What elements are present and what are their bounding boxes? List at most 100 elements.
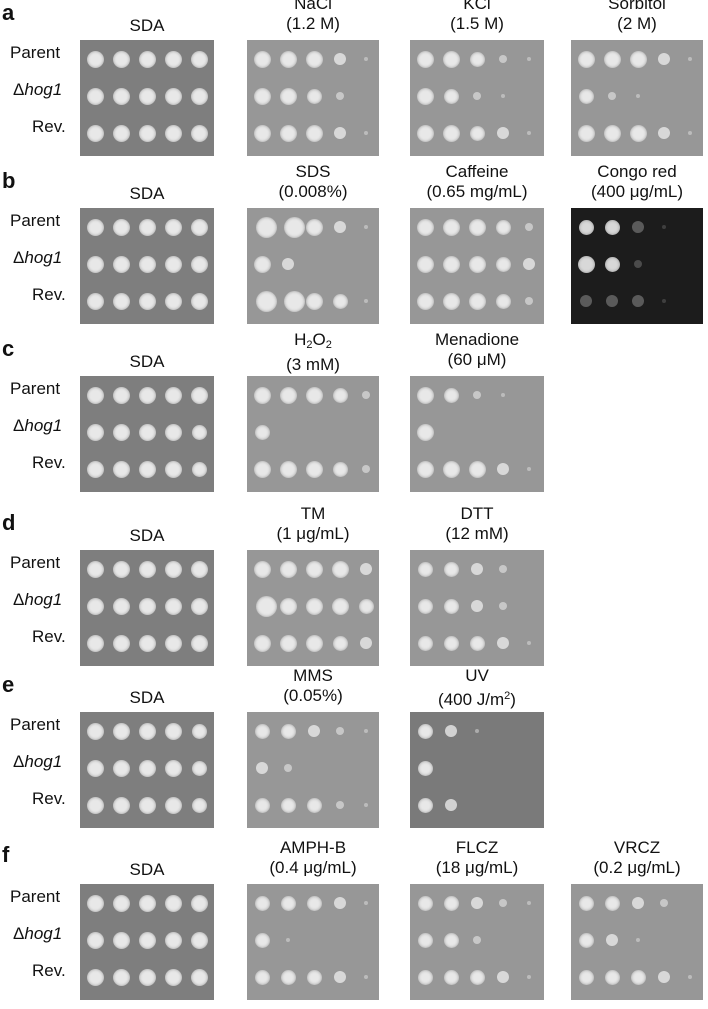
colony-spot	[112, 560, 130, 578]
colony-spot	[280, 797, 296, 813]
colony-spot	[364, 299, 368, 303]
colony-spot	[283, 290, 305, 312]
colony-spot	[497, 637, 509, 649]
row-label-delta-hog1: Δhog1	[13, 80, 62, 100]
colony-spot	[190, 87, 208, 105]
title-line-2: (1 μg/mL)	[276, 524, 350, 543]
colony-spot	[469, 635, 485, 651]
title-line-2: (0.65 mg/mL)	[426, 182, 528, 201]
panel-letter: b	[2, 168, 16, 193]
plate-title: SDS(0.008%)	[279, 162, 348, 202]
row-label-rev: Rev.	[32, 627, 66, 646]
colony-spot	[469, 125, 485, 141]
colony-spot	[279, 87, 297, 105]
colony-spot	[499, 565, 507, 573]
title-part: 2	[325, 339, 332, 351]
colony-spot	[254, 895, 270, 911]
colony-spot	[334, 221, 346, 233]
colony-spot	[306, 895, 322, 911]
colony-spot	[279, 124, 297, 142]
colony-spot	[364, 975, 368, 979]
colony-spot	[86, 560, 104, 578]
colony-spot	[523, 258, 535, 270]
colony-spot	[253, 560, 271, 578]
agar-plate	[410, 208, 544, 324]
colony-spot	[501, 393, 505, 397]
colony-spot	[164, 634, 182, 652]
colony-spot	[254, 969, 270, 985]
title-line-2: (2 M)	[617, 14, 657, 33]
colony-spot	[164, 759, 182, 777]
plate-title: MMS(0.05%)	[283, 666, 343, 706]
colony-spot	[164, 292, 182, 310]
colony-spot	[416, 218, 434, 236]
title-line-2: (60 μM)	[447, 350, 507, 369]
colony-spot	[471, 897, 483, 909]
colony-spot	[138, 423, 156, 441]
colony-spot	[164, 796, 182, 814]
colony-spot	[364, 225, 368, 229]
colony-spot	[138, 386, 156, 404]
colony-spot	[604, 219, 620, 235]
colony-spot	[473, 92, 481, 100]
title-line-1: FLCZ	[455, 838, 499, 857]
colony-spot	[527, 131, 531, 135]
colony-spot	[634, 260, 642, 268]
colony-spot	[603, 50, 621, 68]
colony-spot	[86, 796, 104, 814]
colony-spot	[190, 218, 208, 236]
colony-spot	[138, 968, 156, 986]
colony-spot	[253, 124, 271, 142]
colony-spot	[190, 634, 208, 652]
colony-spot	[255, 216, 277, 238]
colony-spot	[280, 895, 296, 911]
agar-plate	[571, 884, 703, 1000]
colony-spot	[495, 219, 511, 235]
colony-spot	[138, 796, 156, 814]
panel-letter: f	[2, 842, 10, 867]
title-line-2: (1.5 M)	[450, 14, 504, 33]
title-line-1: UV	[465, 666, 489, 685]
title-line-1: KCl	[463, 0, 491, 13]
colony-spot	[577, 50, 595, 68]
colony-spot	[86, 460, 104, 478]
colony-spot	[279, 634, 297, 652]
colony-spot	[336, 801, 344, 809]
colony-spot	[305, 634, 323, 652]
colony-spot	[86, 759, 104, 777]
title-part: 2	[306, 339, 313, 351]
colony-spot	[190, 124, 208, 142]
colony-spot	[688, 975, 692, 979]
plate-title: AMPH-B(0.4 μg/mL)	[269, 838, 356, 878]
colony-spot	[164, 894, 182, 912]
colony-spot	[254, 723, 270, 739]
colony-spot	[527, 641, 531, 645]
colony-spot	[112, 634, 130, 652]
colony-spot	[305, 597, 323, 615]
row-label-delta-hog1: Δhog1	[13, 416, 62, 436]
colony-spot	[606, 934, 618, 946]
colony-spot	[604, 969, 620, 985]
colony-spot	[497, 127, 509, 139]
colony-spot	[336, 727, 344, 735]
colony-spot	[138, 292, 156, 310]
colony-spot	[632, 897, 644, 909]
colony-spot	[499, 899, 507, 907]
agar-plate	[80, 208, 214, 324]
colony-spot	[578, 932, 594, 948]
colony-spot	[662, 225, 666, 229]
colony-spot	[658, 127, 670, 139]
colony-spot	[280, 969, 296, 985]
colony-spot	[286, 938, 290, 942]
colony-spot	[164, 423, 182, 441]
title-line-1: SDS	[295, 162, 331, 181]
agar-plate	[247, 208, 379, 324]
colony-spot	[688, 131, 692, 135]
colony-spot	[604, 256, 620, 272]
colony-spot	[164, 968, 182, 986]
colony-spot	[306, 88, 322, 104]
colony-spot	[442, 50, 460, 68]
colony-spot	[253, 255, 271, 273]
colony-spot	[253, 634, 271, 652]
colony-spot	[86, 124, 104, 142]
